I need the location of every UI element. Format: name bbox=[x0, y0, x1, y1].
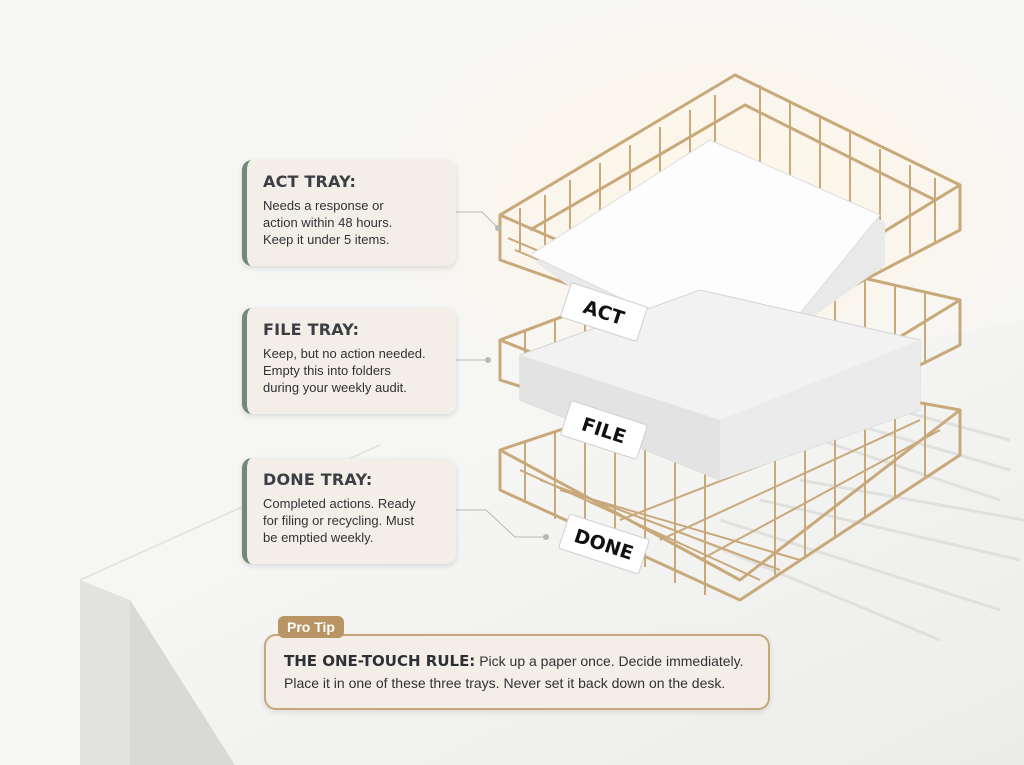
file-tray-line-1: Keep, but no action needed. bbox=[263, 346, 426, 361]
file-tray-callout: FILE TRAY: Keep, but no action needed. E… bbox=[242, 308, 456, 414]
act-tray-line-2: action within 48 hours. bbox=[263, 215, 393, 230]
act-tray-line-3: Keep it under 5 items. bbox=[263, 232, 390, 247]
act-tray-line-1: Needs a response or bbox=[263, 198, 384, 213]
done-tray-line-2: for filing or recycling. Must bbox=[263, 513, 414, 528]
act-tray-callout: ACT TRAY: Needs a response or action wit… bbox=[242, 160, 456, 266]
act-label-tag: ACT bbox=[560, 282, 648, 342]
pro-tip-text: THE ONE-TOUCH RULE: Pick up a paper once… bbox=[284, 650, 750, 694]
file-label-tag: FILE bbox=[560, 400, 648, 460]
pro-tip-box: THE ONE-TOUCH RULE: Pick up a paper once… bbox=[264, 634, 770, 710]
leader-lines bbox=[456, 211, 549, 540]
file-tray-line-3: during your weekly audit. bbox=[263, 380, 407, 395]
file-tray-title: FILE TRAY: bbox=[263, 320, 360, 339]
pro-tip-badge: Pro Tip bbox=[278, 616, 344, 638]
file-tray-line-2: Empty this into folders bbox=[263, 363, 391, 378]
done-tray-line-1: Completed actions. Ready bbox=[263, 496, 416, 511]
done-label-tag: DONE bbox=[558, 513, 650, 575]
act-tray-title: ACT TRAY: bbox=[263, 172, 357, 191]
done-tray-callout: DONE TRAY: Completed actions. Ready for … bbox=[242, 458, 456, 564]
pro-tip-body: Pick up a paper once. Decide immediately… bbox=[284, 653, 744, 691]
done-tray-line-3: be emptied weekly. bbox=[263, 530, 374, 545]
pro-tip-heading: THE ONE-TOUCH RULE: bbox=[284, 652, 476, 670]
done-tray-title: DONE TRAY: bbox=[263, 470, 373, 489]
